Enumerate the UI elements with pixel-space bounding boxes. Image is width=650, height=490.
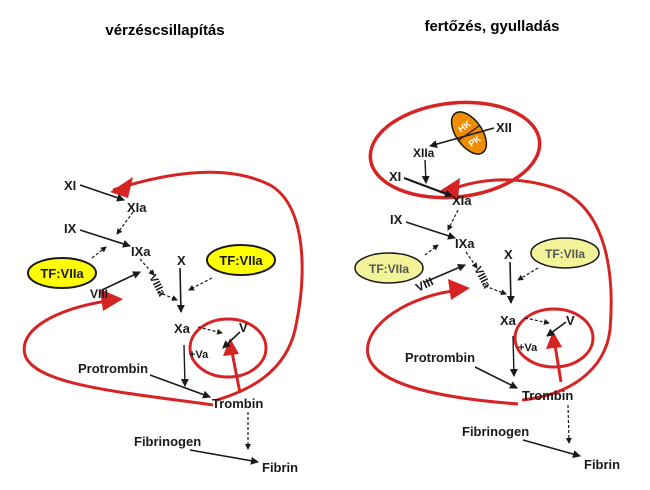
protrombin-label: Protrombin [78, 361, 148, 376]
xa-va-complex-ring [513, 307, 595, 369]
feedback-loop-xi [449, 178, 613, 402]
factor-xa-label: Xa [500, 313, 517, 328]
title-right: fertőzés, gyulladás [424, 18, 559, 35]
factor-v-label: V [566, 313, 575, 328]
feedback-arrowhead-v [223, 338, 239, 356]
trombin-label: Trombin [522, 388, 573, 403]
fibrinogen-label: Fibrinogen [134, 434, 201, 449]
tf-viia-label: TF:VIIa [545, 247, 585, 261]
factor-xiia-label: XIIa [413, 146, 435, 160]
title-left: vérzéscsillapítás [105, 22, 224, 39]
panel-hemostasis: TF:VIIa TF:VIIa XI XIa IX IXa X VIII VII… [22, 170, 304, 475]
factor-va-label: +Va [189, 349, 209, 361]
feedback-arrowhead-xi [110, 177, 133, 198]
feedback-arrow-v [553, 344, 563, 383]
factor-x-label: X [177, 253, 186, 268]
factor-xia-label: XIa [127, 200, 147, 215]
factor-xii-label: XII [496, 120, 512, 135]
factor-ixa-label: IXa [455, 236, 475, 251]
factor-viii-label: VIII [90, 287, 108, 301]
feedback-loop-viii [366, 288, 519, 406]
trombin-label: Trombin [212, 396, 263, 411]
factor-va-label: +Va [518, 342, 538, 354]
tf-viia-label: TF:VIIa [369, 262, 409, 276]
panel-infection: HK PK TF:VIIa TF:VIIa XII XIIa XI XIa IX… [354, 100, 620, 472]
factor-xi-label: XI [64, 178, 76, 193]
factor-xia-label: XIa [452, 193, 472, 208]
feedback-arrow-v [230, 351, 242, 394]
factor-xi-label: XI [389, 169, 401, 184]
contact-activation-ring [368, 100, 542, 200]
factor-ix-label: IX [64, 221, 77, 236]
feedback-arrowhead-v [546, 331, 562, 349]
tf-viia-label: TF:VIIa [219, 253, 263, 268]
feedback-loop-viii [22, 298, 214, 407]
factor-v-label: V [239, 320, 248, 335]
protrombin-label: Protrombin [405, 350, 475, 365]
fibrin-label: Fibrin [262, 460, 298, 475]
feedback-arrowhead-viii [100, 289, 123, 311]
feedback-arrowhead-xi [438, 178, 460, 200]
factor-x-label: X [504, 247, 513, 262]
factor-viii-label: VIII [413, 274, 435, 294]
tf-viia-label: TF:VIIa [40, 266, 84, 281]
feedback-arrowhead-viii [448, 279, 470, 300]
tf-viia-oval-right [206, 244, 276, 276]
factor-ix-label: IX [390, 212, 403, 227]
tf-viia-oval-left [27, 257, 97, 289]
fibrin-label: Fibrin [584, 457, 620, 472]
hk-pk-complex: HK PK [450, 111, 488, 155]
factor-viiia-label: VIIIa [471, 265, 493, 291]
feedback-loop-xi [112, 170, 304, 402]
tf-viia-oval-right [530, 237, 600, 269]
xa-va-complex-ring [188, 317, 268, 379]
factor-xa-label: Xa [174, 321, 191, 336]
fibrinogen-label: Fibrinogen [462, 424, 529, 439]
factor-ixa-label: IXa [131, 244, 151, 259]
tf-viia-oval-left [354, 252, 424, 284]
